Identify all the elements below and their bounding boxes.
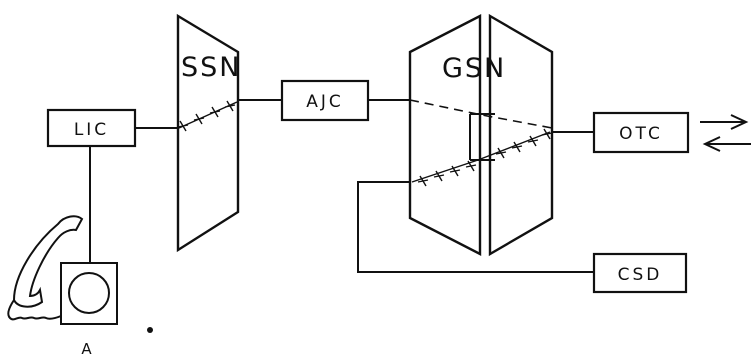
ssn-crosspoints bbox=[177, 100, 238, 132]
gsn-left-half bbox=[408, 14, 482, 256]
gsn-right-half bbox=[488, 13, 554, 257]
lic-block: LIC bbox=[46, 108, 137, 148]
csd-label: CSD bbox=[618, 265, 663, 285]
subscriber-label: A bbox=[81, 340, 94, 358]
csd-box bbox=[592, 252, 688, 294]
otc-box bbox=[592, 111, 690, 154]
rotary-dial-icon bbox=[68, 272, 110, 314]
otc-block: OTC bbox=[592, 111, 690, 154]
lic-box bbox=[46, 108, 137, 148]
trunk-arrows bbox=[700, 114, 751, 152]
incoming-arrow-head bbox=[702, 136, 721, 152]
gsn-crosspoints-path bbox=[411, 131, 551, 183]
gsn-switch: GSN bbox=[408, 13, 554, 257]
wire-gsn-to-csd bbox=[357, 181, 594, 273]
outgoing-arrow-head bbox=[730, 114, 749, 130]
connections bbox=[89, 99, 594, 273]
telephone-set: A bbox=[7, 215, 153, 358]
lic-label: LIC bbox=[74, 120, 109, 140]
ajc-block: AJC bbox=[280, 79, 370, 122]
gsn-label: GSN bbox=[442, 53, 506, 84]
handset-icon bbox=[12, 215, 84, 308]
ssn-switch: SSN bbox=[176, 13, 241, 253]
csd-block: CSD bbox=[592, 252, 688, 294]
ajc-box bbox=[280, 79, 370, 122]
otc-label: OTC bbox=[619, 124, 663, 144]
telephone-body bbox=[60, 262, 118, 325]
ssn-label: SSN bbox=[181, 52, 241, 83]
ssn-body bbox=[176, 13, 240, 253]
dot-mark bbox=[147, 327, 153, 333]
gsn-crosspoints bbox=[417, 128, 553, 187]
ajc-label: AJC bbox=[306, 92, 344, 112]
gsn-dashed-path bbox=[409, 99, 553, 129]
handset-cord bbox=[7, 299, 62, 321]
